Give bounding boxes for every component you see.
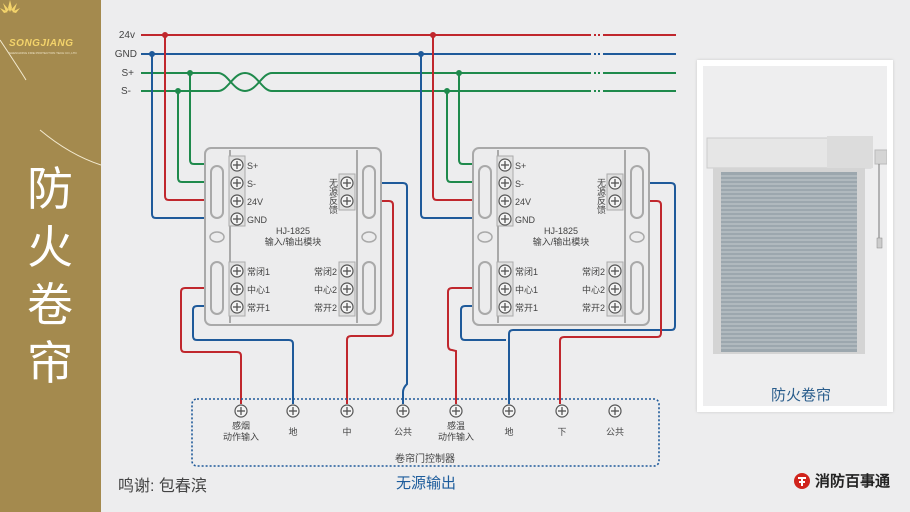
- fire-shutter-image: [706, 136, 888, 354]
- terminal-label: GND: [247, 215, 268, 225]
- title-char: 火: [27, 220, 73, 274]
- title-char: 卷: [27, 278, 73, 332]
- controller-terminal-label: 感烟: [232, 420, 250, 431]
- module1-bus-wires: [151, 35, 207, 219]
- module1-output-wires: [180, 182, 408, 404]
- controller-terminal-label: 动作输入: [438, 431, 474, 442]
- module2-bus-wires: [420, 35, 475, 219]
- junction-dot: [444, 88, 450, 94]
- controller-terminals: [234, 404, 622, 418]
- controller-terminal-label: 地: [288, 426, 297, 437]
- module2-output-wires: [447, 182, 676, 404]
- passive-output-note: 无源输出: [396, 475, 457, 492]
- decorative-curve: [0, 39, 101, 166]
- sidebar: SONGJIANG SHENGDING FIRE PROTECTION TECH…: [0, 0, 101, 512]
- bus-label-s-minus: S-: [121, 86, 131, 97]
- title-char: 帘: [27, 336, 73, 390]
- passive-feedback-label: 无源反馈: [328, 178, 338, 215]
- fire-logo-icon: [794, 472, 810, 489]
- product-photo-card: 防火卷帘: [697, 60, 893, 412]
- terminal-label: 24V: [515, 197, 531, 207]
- terminal-label: 常闭1: [247, 266, 270, 277]
- photo-caption: 防火卷帘: [770, 387, 831, 404]
- terminal-label: 常开2: [314, 302, 337, 313]
- publisher-logo: 消防百事通: [793, 470, 890, 491]
- wiring-diagram: 24v GND S+ S-: [115, 30, 676, 467]
- junction-dot: [418, 51, 424, 57]
- controller-terminal-label: 感温: [447, 420, 465, 431]
- io-module-2: S+ S- 24V GND 无源反馈 HJ-1825 输入/输出模块 常闭1 中…: [472, 147, 650, 326]
- terminal-label: 常开2: [582, 302, 605, 313]
- module-model: HJ-1825: [544, 226, 578, 236]
- terminal-label: S-: [515, 179, 524, 189]
- controller-terminal-label: 动作输入: [223, 431, 259, 442]
- page-title-vertical: 防 火 卷 帘: [20, 160, 80, 392]
- bus-s-minus: [141, 71, 676, 92]
- module-name: 输入/输出模块: [533, 236, 590, 247]
- terminal-label: 中心2: [582, 284, 605, 295]
- brand-subtitle: SHENGDING FIRE PROTECTION TECH CO.,LTD: [9, 51, 77, 55]
- passive-feedback-label: 无源反馈: [596, 178, 606, 215]
- controller-terminal-label: 公共: [606, 427, 624, 437]
- controller-terminal-label: 公共: [394, 427, 412, 437]
- io-module-1: S+ S- 24V GND 无源反馈 HJ-1825 输入/输出模块 常闭1 中…: [204, 147, 382, 326]
- terminal-label: 常闭1: [515, 266, 538, 277]
- terminal-label: S-: [247, 179, 256, 189]
- terminal-label: 常开1: [247, 302, 270, 313]
- title-char: 防: [27, 162, 73, 216]
- terminal-label: GND: [515, 215, 536, 225]
- controller-terminal-label: 地: [504, 426, 513, 437]
- junction-dot: [149, 51, 155, 57]
- bus-label-s-plus: S+: [121, 68, 134, 79]
- controller-box: [191, 398, 660, 467]
- bus-label-gnd: GND: [115, 49, 137, 60]
- terminal-label: 中心1: [247, 284, 270, 295]
- controller-terminal-label: 下: [557, 427, 566, 437]
- terminal-label: 常开1: [515, 302, 538, 313]
- bus-label-24v: 24v: [119, 30, 135, 41]
- controller-terminal-label: 中: [342, 426, 351, 437]
- terminal-label: S+: [247, 161, 258, 171]
- terminal-label: 中心1: [515, 284, 538, 295]
- junction-dot: [456, 70, 462, 76]
- junction-dot: [187, 70, 193, 76]
- junction-dot: [430, 32, 436, 38]
- lotus-icon: [0, 0, 20, 13]
- terminal-label: 常闭2: [314, 266, 337, 277]
- junction-dot: [175, 88, 181, 94]
- module-name: 输入/输出模块: [265, 236, 322, 247]
- bus-s-plus: [141, 72, 676, 93]
- terminal-label: S+: [515, 161, 526, 171]
- terminal-label: 24V: [247, 197, 263, 207]
- controller-title: 卷帘门控制器: [395, 452, 455, 465]
- brand-logo-text: SONGJIANG: [9, 38, 74, 49]
- logo-text: 消防百事通: [815, 473, 891, 490]
- terminal-label: 常闭2: [582, 266, 605, 277]
- credit-text: 鸣谢: 包春滨: [118, 478, 207, 495]
- junction-dot: [162, 32, 168, 38]
- terminal-label: 中心2: [314, 284, 337, 295]
- module-model: HJ-1825: [276, 226, 310, 236]
